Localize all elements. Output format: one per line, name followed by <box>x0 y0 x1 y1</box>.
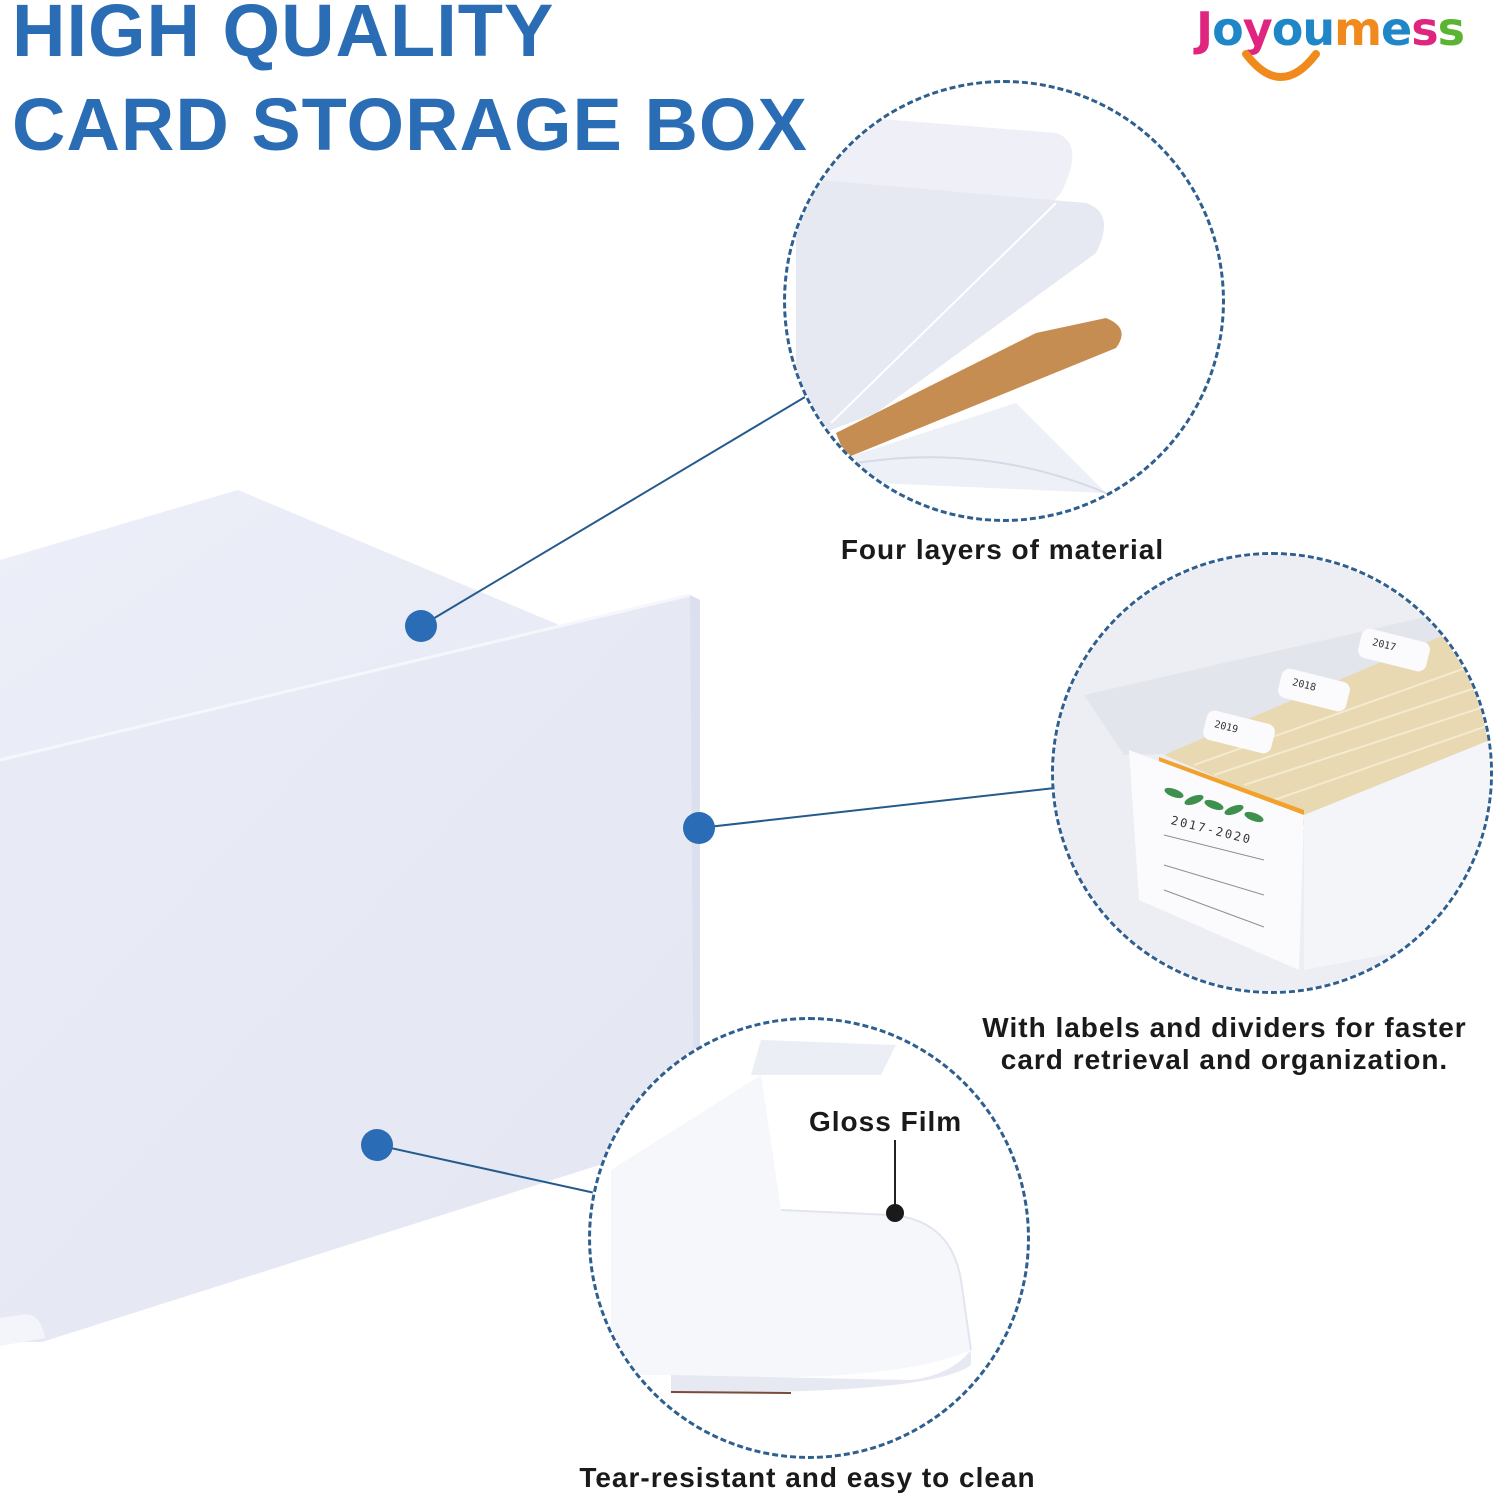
card-box-dividers-icon <box>1054 555 1490 991</box>
caption-dividers-line-2: card retrieval and organization. <box>1000 1044 1449 1075</box>
layers-detail-circle <box>783 80 1225 522</box>
gloss-detail-circle: Gloss Film <box>588 1017 1030 1459</box>
brand-letter: o <box>1212 2 1244 56</box>
brand-letter: e <box>1381 2 1412 56</box>
callout-dot-bottom <box>361 1129 393 1161</box>
caption-layers: Four layers of material <box>840 534 1165 565</box>
brand-wordmark: Joyoumess <box>1196 2 1465 56</box>
gloss-film-label: Gloss Film <box>809 1106 963 1137</box>
brand-letter: J <box>1196 2 1213 56</box>
callout-dot-top <box>405 610 437 642</box>
dividers-detail-circle: 2017-2020 2019 2018 2017 <box>1051 552 1493 994</box>
brand-letter: y <box>1242 2 1273 56</box>
title-line-1: HIGH QUALITY <box>12 0 555 72</box>
brand-letter: s <box>1411 2 1438 56</box>
title-line-2: CARD STORAGE BOX <box>12 83 808 166</box>
brand-logo: Joyoumess <box>1196 2 1496 82</box>
callout-dot-side <box>683 812 715 844</box>
brand-letter: m <box>1334 2 1382 56</box>
caption-gloss: Tear-resistant and easy to clean <box>579 1462 1036 1493</box>
brand-letter: o <box>1271 2 1304 56</box>
material-layers-icon <box>796 113 1122 494</box>
brand-letter: u <box>1302 2 1335 56</box>
brand-letter: s <box>1437 2 1465 56</box>
card-storage-box-illustration <box>0 490 700 1346</box>
gloss-film-icon <box>611 1040 972 1394</box>
caption-dividers-line-1: With labels and dividers for faster <box>982 1012 1467 1043</box>
smile-icon <box>1242 50 1320 81</box>
caption-dividers: With labels and dividers for faster card… <box>952 1012 1497 1076</box>
